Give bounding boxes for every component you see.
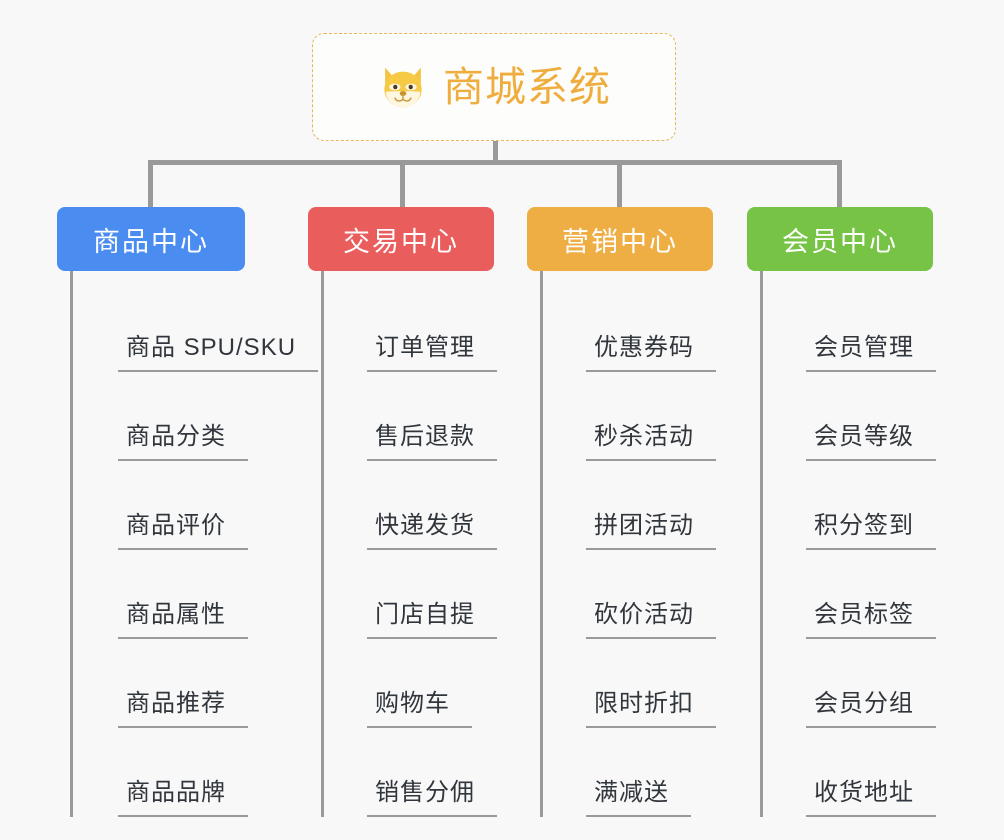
connector-drop-2	[400, 160, 405, 208]
list-item[interactable]: 秒杀活动	[558, 372, 727, 461]
leaf-label: 商品分类	[118, 422, 248, 461]
leaf-label: 限时折扣	[586, 689, 716, 728]
category-header-member[interactable]: 会员中心	[747, 207, 933, 271]
leaf-label: 秒杀活动	[586, 422, 716, 461]
list-item[interactable]: 售后退款	[339, 372, 508, 461]
connector-root-stem	[493, 141, 498, 163]
list-item[interactable]: 商品属性	[88, 550, 287, 639]
leaf-label: 砍价活动	[586, 600, 716, 639]
list-item[interactable]: 购物车	[339, 639, 508, 728]
list-item[interactable]: 会员分组	[778, 639, 947, 728]
leaf-list-product: 商品 SPU/SKU 商品分类 商品评价 商品属性 商品推荐 商品品牌	[70, 271, 319, 817]
root-node[interactable]: 商城系统	[312, 33, 676, 141]
list-item[interactable]: 门店自提	[339, 550, 508, 639]
shiba-dog-face-icon	[384, 67, 422, 109]
category-column-member: 会员中心 会员管理 会员等级 积分签到 会员标签 会员分组 收货地址	[747, 207, 947, 817]
list-item[interactable]: 商品评价	[88, 461, 287, 550]
leaf-label: 商品属性	[118, 600, 248, 639]
category-header-label: 会员中心	[782, 226, 898, 257]
leaf-label: 门店自提	[367, 600, 497, 639]
leaf-label: 售后退款	[367, 422, 497, 461]
leaf-label: 商品 SPU/SKU	[118, 333, 319, 372]
leaf-label: 快递发货	[367, 511, 497, 550]
leaf-label: 商品推荐	[118, 689, 248, 728]
leaf-label: 商品评价	[118, 511, 248, 550]
category-header-label: 交易中心	[343, 226, 459, 257]
leaf-label: 满减送	[586, 778, 691, 817]
category-column-trade: 交易中心 订单管理 售后退款 快递发货 门店自提 购物车 销售分佣	[308, 207, 508, 817]
root-title: 商城系统	[443, 63, 611, 110]
list-item[interactable]: 会员标签	[778, 550, 947, 639]
list-item[interactable]: 商品推荐	[88, 639, 287, 728]
leaf-list-marketing: 优惠券码 秒杀活动 拼团活动 砍价活动 限时折扣 满减送	[540, 271, 727, 817]
connector-drop-3	[617, 160, 622, 208]
leaf-label: 购物车	[367, 689, 472, 728]
list-item[interactable]: 积分签到	[778, 461, 947, 550]
list-item[interactable]: 拼团活动	[558, 461, 727, 550]
list-item[interactable]: 商品 SPU/SKU	[88, 283, 319, 372]
category-header-trade[interactable]: 交易中心	[308, 207, 494, 271]
category-header-product[interactable]: 商品中心	[57, 207, 245, 271]
leaf-label: 订单管理	[367, 333, 497, 372]
category-column-product: 商品中心 商品 SPU/SKU 商品分类 商品评价 商品属性 商品推荐 商品品牌	[57, 207, 319, 817]
list-item[interactable]: 收货地址	[778, 728, 947, 817]
leaf-label: 积分签到	[806, 511, 936, 550]
leaf-label: 销售分佣	[367, 778, 497, 817]
list-item[interactable]: 满减送	[558, 728, 727, 817]
leaf-label: 会员等级	[806, 422, 936, 461]
list-item[interactable]: 商品分类	[88, 372, 287, 461]
leaf-label: 拼团活动	[586, 511, 716, 550]
leaf-label: 收货地址	[806, 778, 936, 817]
leaf-label: 会员分组	[806, 689, 936, 728]
leaf-list-trade: 订单管理 售后退款 快递发货 门店自提 购物车 销售分佣	[321, 271, 508, 817]
leaf-label: 会员管理	[806, 333, 936, 372]
list-item[interactable]: 订单管理	[339, 283, 508, 372]
leaf-label: 商品品牌	[118, 778, 248, 817]
list-item[interactable]: 砍价活动	[558, 550, 727, 639]
leaf-label: 会员标签	[806, 600, 936, 639]
list-item[interactable]: 快递发货	[339, 461, 508, 550]
list-item[interactable]: 会员等级	[778, 372, 947, 461]
list-item[interactable]: 商品品牌	[88, 728, 287, 817]
category-header-label: 营销中心	[562, 226, 678, 257]
leaf-label: 优惠券码	[586, 333, 716, 372]
list-item[interactable]: 会员管理	[778, 283, 947, 372]
category-header-marketing[interactable]: 营销中心	[527, 207, 713, 271]
category-header-label: 商品中心	[93, 226, 209, 257]
list-item[interactable]: 销售分佣	[339, 728, 508, 817]
category-column-marketing: 营销中心 优惠券码 秒杀活动 拼团活动 砍价活动 限时折扣 满减送	[527, 207, 727, 817]
connector-drop-4	[837, 160, 842, 208]
connector-horizontal-bus	[148, 160, 842, 165]
list-item[interactable]: 优惠券码	[558, 283, 727, 372]
connector-drop-1	[148, 160, 153, 208]
leaf-list-member: 会员管理 会员等级 积分签到 会员标签 会员分组 收货地址	[760, 271, 947, 817]
list-item[interactable]: 限时折扣	[558, 639, 727, 728]
